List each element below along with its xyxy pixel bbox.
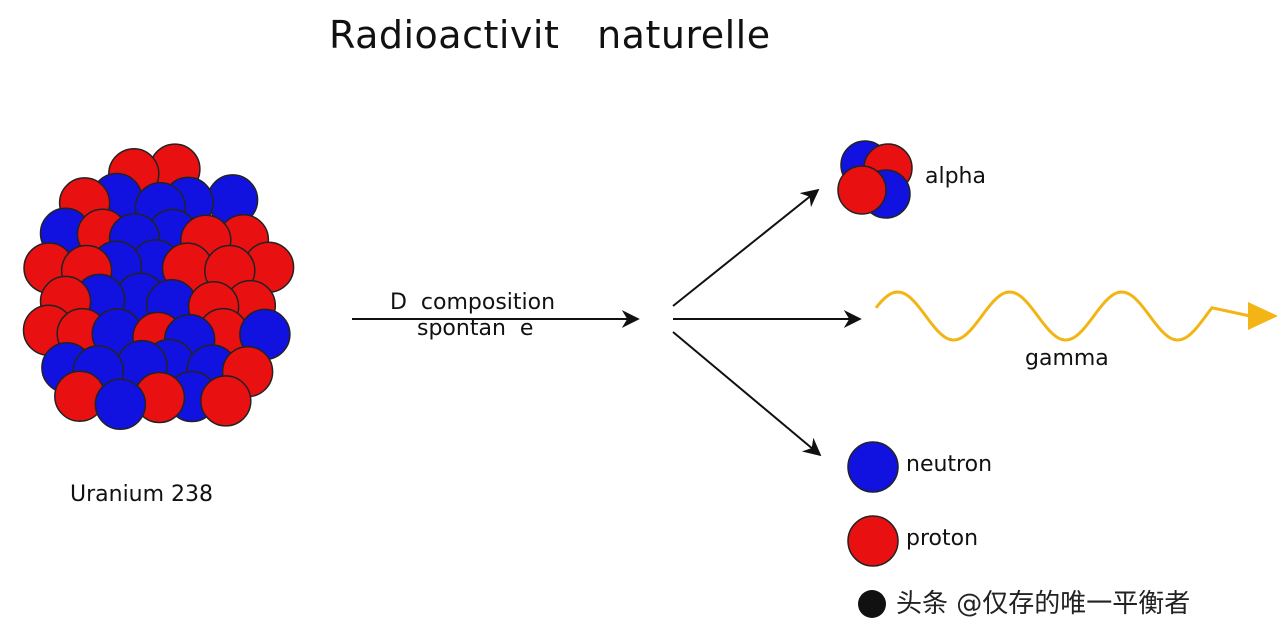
neutron-arrow [672,331,822,457]
alpha-proton [837,165,887,215]
process-label-line1: D composition [390,290,556,315]
gamma-label: gamma [1025,346,1109,371]
process-label-line2: spontan e [417,316,534,341]
nucleus-label: Uranium 238 [70,482,214,507]
neutron-legend-circle [847,441,899,493]
gamma-wave [874,290,1251,342]
alpha-arrow [672,188,820,307]
nucleus-neutron [94,378,147,431]
proton-legend-circle [847,515,899,567]
diagram-title: Radioactivit naturelle [329,13,771,57]
proton-legend-label: proton [906,526,979,551]
gamma-arrowhead [1248,302,1278,330]
neutron-legend-label: neutron [906,452,993,477]
uranium-nucleus [22,143,295,431]
watermark: 头条 @仅存的唯一平衡者 [858,590,1190,618]
watermark-text: 头条 @仅存的唯一平衡者 [896,589,1191,619]
nucleus-proton [200,375,252,427]
watermark-dot-icon [858,590,886,618]
alpha-particle [837,140,913,219]
alpha-label: alpha [925,164,986,189]
